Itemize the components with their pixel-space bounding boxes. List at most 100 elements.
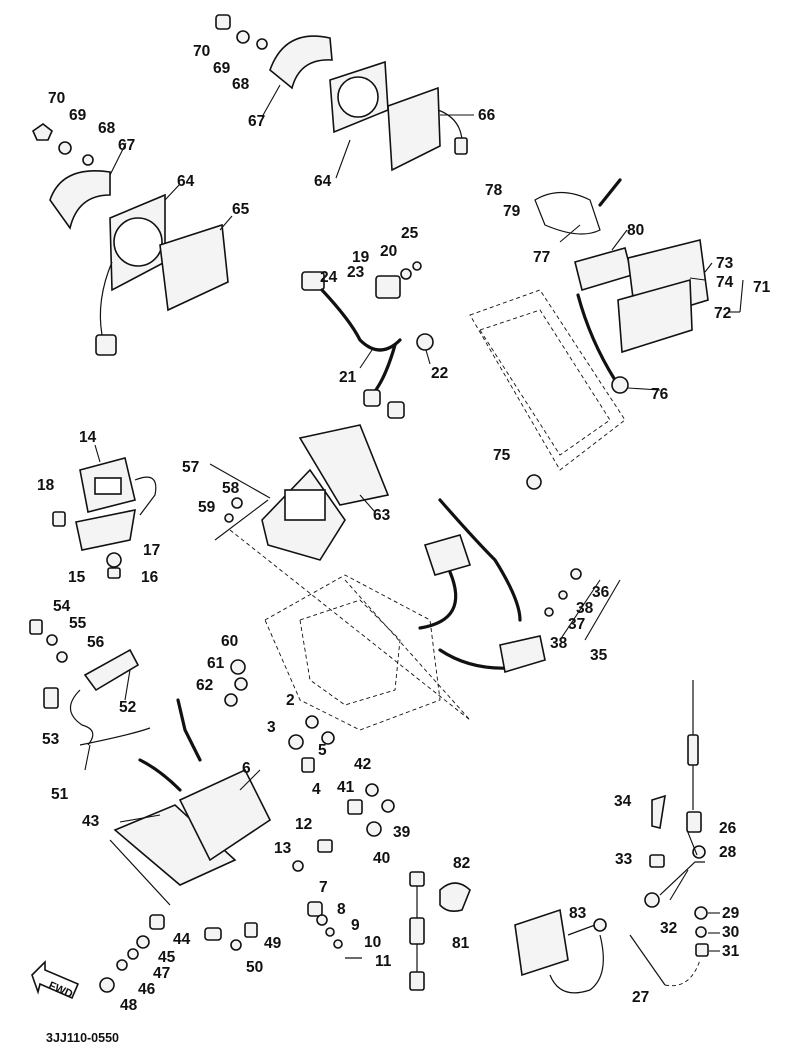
callout-19: 19	[352, 249, 370, 266]
meter-panel-assembly	[469, 178, 709, 490]
callout-62: 62	[196, 677, 213, 694]
callout-47: 47	[153, 965, 170, 982]
callout-67b: 67	[118, 137, 135, 154]
callout-15: 15	[68, 569, 86, 586]
callout-20: 20	[380, 243, 397, 260]
callout-57: 57	[182, 459, 199, 476]
callout-52: 52	[119, 699, 136, 716]
callout-29: 29	[722, 905, 740, 922]
callout-76: 76	[651, 386, 669, 403]
callout-56: 56	[87, 634, 105, 651]
callout-40: 40	[373, 850, 390, 867]
callout-2: 2	[286, 692, 295, 709]
callout-70: 70	[193, 43, 210, 60]
callout-69b: 69	[69, 107, 87, 124]
callout-72: 72	[714, 305, 731, 322]
callout-34: 34	[614, 793, 632, 810]
callout-75: 75	[493, 447, 511, 464]
control-box-assembly	[409, 871, 607, 994]
callout-66: 66	[478, 107, 496, 124]
callout-71: 71	[753, 279, 771, 296]
speaker-assembly-left	[32, 123, 229, 356]
callout-83: 83	[569, 905, 587, 922]
callout-17: 17	[143, 542, 160, 559]
callout-37: 37	[568, 616, 585, 633]
callout-33: 33	[615, 851, 633, 868]
callout-14: 14	[79, 429, 97, 446]
leader-lines	[84, 84, 744, 952]
callout-81: 81	[452, 935, 470, 952]
callout-8: 8	[337, 901, 346, 918]
speaker-assembly-upper	[215, 14, 468, 172]
callout-41: 41	[337, 779, 355, 796]
callout-36: 36	[592, 584, 610, 601]
callout-60: 60	[221, 633, 238, 650]
callout-55: 55	[69, 615, 87, 632]
callout-9: 9	[351, 917, 360, 934]
callout-73: 73	[716, 255, 734, 272]
antenna-assembly	[629, 680, 709, 987]
callout-35: 35	[590, 647, 608, 664]
coil-assembly	[29, 619, 151, 746]
callout-79: 79	[503, 203, 521, 220]
callout-61: 61	[207, 655, 225, 672]
callout-68: 68	[232, 76, 250, 93]
callout-82: 82	[453, 855, 470, 872]
wire-lead-assembly	[301, 261, 434, 419]
callout-labels: 70 69 68 67 64 66 70 69 68 67 64 65 78 7…	[37, 43, 771, 1014]
fastener-set	[292, 839, 362, 959]
callout-31: 31	[722, 943, 740, 960]
bolt-set	[99, 914, 258, 993]
callout-5: 5	[318, 742, 327, 759]
callout-27: 27	[632, 989, 649, 1006]
callout-67: 67	[248, 113, 265, 130]
main-unit-assembly	[109, 659, 395, 906]
callout-59: 59	[198, 499, 216, 516]
callout-51: 51	[51, 786, 69, 803]
callout-63: 63	[373, 507, 391, 524]
callout-32: 32	[660, 920, 677, 937]
callout-80: 80	[627, 222, 644, 239]
relay-bracket-assembly	[52, 457, 157, 579]
callout-13: 13	[274, 840, 292, 857]
callout-68b: 68	[98, 120, 116, 137]
callout-25: 25	[401, 225, 419, 242]
callout-38a: 38	[576, 600, 594, 617]
callout-3: 3	[267, 719, 276, 736]
callout-6: 6	[242, 760, 251, 777]
callout-12: 12	[295, 816, 312, 833]
callout-24: 24	[320, 269, 338, 286]
callout-50: 50	[246, 959, 263, 976]
callout-74: 74	[716, 274, 734, 291]
callout-18: 18	[37, 477, 55, 494]
callout-10: 10	[364, 934, 381, 951]
callout-65: 65	[232, 201, 250, 218]
callout-26: 26	[719, 820, 737, 837]
callout-38b: 38	[550, 635, 568, 652]
callout-21: 21	[339, 369, 357, 386]
callout-22: 22	[431, 365, 448, 382]
callout-46: 46	[138, 981, 156, 998]
switch-harness	[418, 498, 582, 674]
callout-77: 77	[533, 249, 550, 266]
callout-28: 28	[719, 844, 737, 861]
control-unit-assembly	[224, 424, 390, 561]
callout-49: 49	[264, 935, 282, 952]
callout-7: 7	[319, 879, 328, 896]
callout-43: 43	[82, 813, 100, 830]
callout-4: 4	[312, 781, 321, 798]
callout-30: 30	[722, 924, 739, 941]
callout-53: 53	[42, 731, 60, 748]
callout-39: 39	[393, 824, 411, 841]
callout-54: 54	[53, 598, 71, 615]
callout-45: 45	[158, 949, 176, 966]
callout-58: 58	[222, 480, 240, 497]
diagram-code: 3JJ110-0550	[46, 1031, 119, 1045]
mounting-plate	[229, 529, 471, 731]
fwd-arrow: FWD	[31, 960, 80, 1001]
callout-44: 44	[173, 931, 191, 948]
callout-64: 64	[314, 173, 332, 190]
callout-16: 16	[141, 569, 159, 586]
callout-48: 48	[120, 997, 138, 1014]
